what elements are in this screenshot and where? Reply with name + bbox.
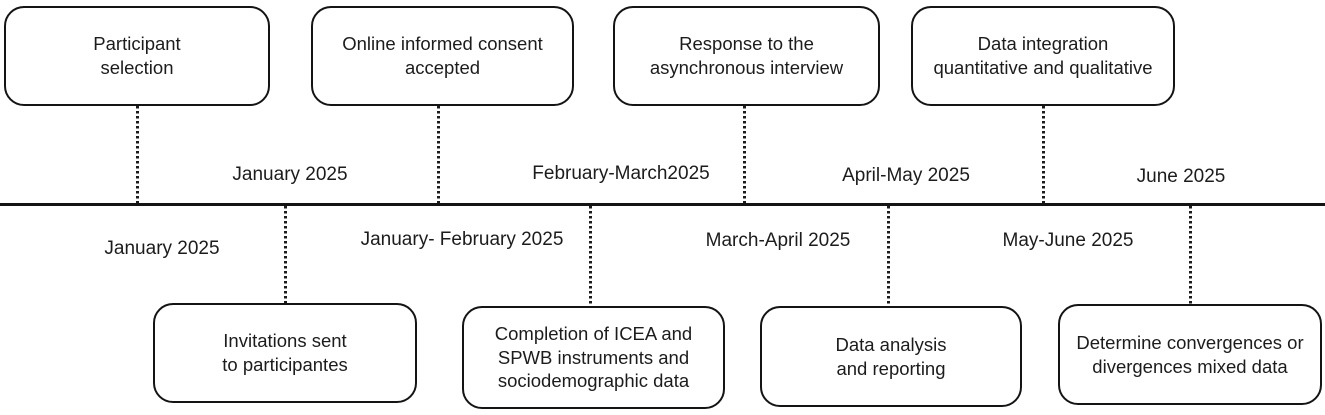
stage-box-label: Invitations sent to participantes	[222, 330, 348, 375]
connector-line	[589, 206, 592, 306]
stage-box-label: Determine convergences or divergences mi…	[1076, 331, 1304, 377]
stage-box-data-integration: Data integration quantitative and qualit…	[911, 6, 1175, 106]
stage-box-label: Participant selection	[93, 33, 181, 78]
connector-line	[437, 106, 440, 203]
timeline-label-below-january: January 2025	[104, 238, 220, 259]
timeline-label-above-february-march: February-March2025	[532, 163, 710, 184]
timeline-label-above-april-may: April-May 2025	[842, 165, 970, 186]
stage-box-interview-response: Response to the asynchronous interview	[613, 6, 880, 106]
timeline-label-above-january: January 2025	[232, 164, 348, 185]
connector-line	[1189, 206, 1192, 304]
connector-line	[1042, 106, 1045, 203]
stage-box-convergences-divergences: Determine convergences or divergences mi…	[1058, 304, 1322, 405]
stage-box-online-consent: Online informed consent accepted	[311, 6, 574, 106]
stage-box-label: Response to the asynchronous interview	[649, 33, 844, 78]
connector-line	[887, 206, 890, 306]
connector-line	[136, 106, 139, 203]
connector-line	[284, 206, 287, 303]
stage-box-label: Completion of ICEA and SPWB instruments …	[494, 322, 693, 392]
stage-box-label: Data integration quantitative and qualit…	[933, 33, 1153, 78]
timeline-axis	[0, 203, 1325, 206]
stage-box-participant-selection: Participant selection	[4, 6, 270, 106]
connector-line	[743, 106, 746, 203]
stage-box-label: Online informed consent accepted	[342, 33, 543, 78]
stage-box-invitations: Invitations sent to participantes	[153, 303, 417, 403]
timeline-label-below-march-april: March-April 2025	[705, 230, 851, 251]
stage-box-instruments-completion: Completion of ICEA and SPWB instruments …	[462, 306, 725, 409]
stage-box-label: Data analysis and reporting	[835, 333, 947, 379]
timeline-label-above-june: June 2025	[1136, 166, 1226, 187]
timeline-label-below-january-february: January- February 2025	[360, 229, 564, 250]
timeline-label-below-may-june: May-June 2025	[1002, 230, 1134, 251]
stage-box-data-analysis: Data analysis and reporting	[760, 306, 1022, 407]
